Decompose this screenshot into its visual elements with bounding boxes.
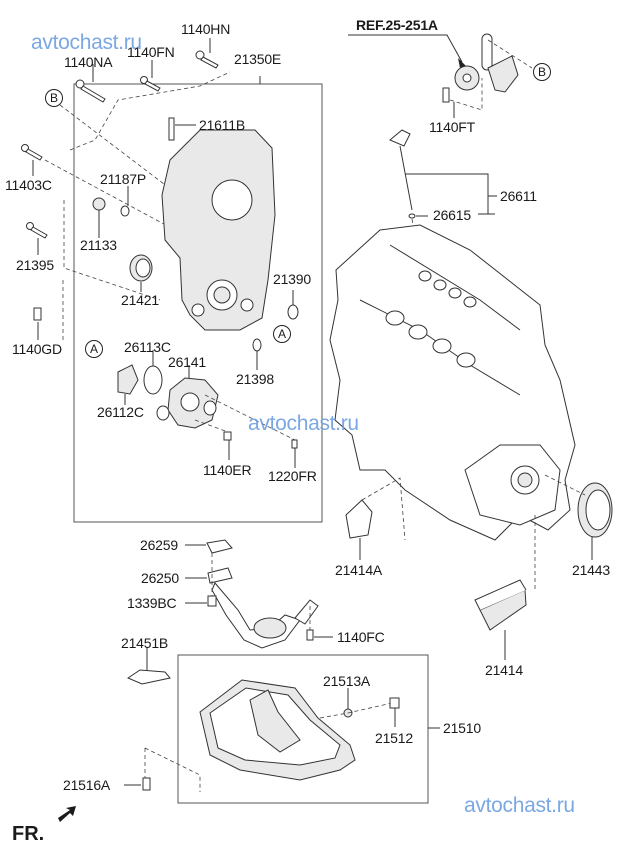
part-label-26250[interactable]: 26250 bbox=[141, 570, 179, 586]
oil-pan-group-frame bbox=[177, 654, 429, 804]
part-label-26615[interactable]: 26615 bbox=[433, 207, 471, 223]
seal-21443-shape bbox=[577, 482, 613, 538]
nut-1339BC-shape bbox=[207, 595, 217, 607]
bolt-21395-shape bbox=[26, 222, 48, 239]
part-label-1140FT[interactable]: 1140FT bbox=[429, 119, 476, 135]
oring-21390-shape bbox=[287, 304, 299, 320]
bolt-1140HN-shape bbox=[195, 50, 219, 69]
part-label-21510[interactable]: 21510 bbox=[443, 720, 481, 736]
bolt-1140FT-shape bbox=[442, 87, 450, 103]
part-label-21512[interactable]: 21512 bbox=[375, 730, 413, 746]
part-label-1140ER[interactable]: 1140ER bbox=[203, 462, 252, 478]
gasket-26259-shape bbox=[206, 539, 233, 554]
washer-21187P-shape bbox=[120, 205, 130, 217]
part-label-26141[interactable]: 26141 bbox=[168, 354, 206, 370]
seal-21133-shape bbox=[92, 197, 106, 211]
rotor-26112C-shape bbox=[117, 364, 139, 395]
part-label-21421[interactable]: 21421 bbox=[121, 292, 159, 308]
timing-cover-shape bbox=[161, 129, 276, 331]
part-label-1140FN[interactable]: 1140FN bbox=[127, 44, 175, 60]
part-label-21133[interactable]: 21133 bbox=[80, 237, 117, 253]
oring-21398-shape bbox=[252, 338, 262, 352]
plug-21512-shape bbox=[389, 697, 400, 709]
bolt-1140ER-shape bbox=[223, 431, 232, 441]
baffle-21451B-shape bbox=[126, 669, 171, 685]
tensioner-shape bbox=[454, 33, 519, 93]
reference-label[interactable]: REF.25-251A bbox=[356, 17, 438, 33]
ref-leader bbox=[348, 34, 463, 63]
seal-26113C-shape bbox=[143, 365, 163, 395]
engine-block-shape bbox=[329, 224, 576, 541]
part-label-26112C[interactable]: 26112C bbox=[97, 404, 144, 420]
part-label-21398[interactable]: 21398 bbox=[236, 371, 274, 387]
timing-cover-group-frame bbox=[73, 83, 323, 523]
part-label-21516A[interactable]: 21516A bbox=[63, 777, 111, 793]
part-label-1140GD[interactable]: 1140GD bbox=[12, 341, 62, 357]
oil-strainer-26250-shape bbox=[207, 567, 319, 649]
ladder-frame-21414-shape bbox=[474, 579, 527, 631]
part-label-21513A[interactable]: 21513A bbox=[323, 673, 371, 689]
oil-seal-21421-shape bbox=[129, 254, 153, 282]
bolt-1140GD-shape bbox=[33, 307, 42, 321]
bolt-1140NA-shape bbox=[75, 79, 106, 103]
bolt-11403C-shape bbox=[21, 144, 43, 161]
cover-21414A-shape bbox=[345, 499, 373, 539]
watermark: avtochast.ru bbox=[248, 412, 359, 435]
part-label-21443[interactable]: 21443 bbox=[572, 562, 610, 578]
bolt-21516A-shape bbox=[142, 777, 151, 791]
part-label-21187P[interactable]: 21187P bbox=[100, 171, 147, 187]
marker-b: B bbox=[533, 63, 551, 81]
part-label-26113C[interactable]: 26113C bbox=[124, 339, 171, 355]
marker-a: A bbox=[273, 325, 291, 343]
marker-b: B bbox=[45, 89, 63, 107]
part-label-21390[interactable]: 21390 bbox=[273, 271, 311, 287]
part-label-1140NA[interactable]: 1140NA bbox=[64, 54, 113, 70]
part-label-1140FC[interactable]: 1140FC bbox=[337, 629, 385, 645]
bolt-1220FR-shape bbox=[291, 439, 298, 449]
front-arrow-shape bbox=[58, 806, 76, 822]
oil-pump-26141-shape bbox=[156, 377, 219, 429]
bolt-1140FN-shape bbox=[140, 76, 161, 92]
part-label-26611[interactable]: 26611 bbox=[500, 188, 537, 204]
part-label-21395[interactable]: 21395 bbox=[16, 257, 54, 273]
part-label-1220FR[interactable]: 1220FR bbox=[268, 468, 317, 484]
marker-a: A bbox=[85, 340, 103, 358]
dipstick-shape bbox=[389, 129, 413, 211]
part-label-21414[interactable]: 21414 bbox=[485, 662, 523, 678]
watermark: avtochast.ru bbox=[464, 794, 575, 817]
stud-21611B-shape bbox=[168, 117, 175, 141]
front-direction-label: FR. bbox=[12, 823, 45, 845]
oil-pan-shape bbox=[199, 679, 356, 781]
watermark: avtochast.ru bbox=[31, 31, 142, 54]
part-label-1140HN[interactable]: 1140HN bbox=[181, 21, 231, 37]
part-label-21350E[interactable]: 21350E bbox=[234, 51, 282, 67]
part-label-21451B[interactable]: 21451B bbox=[121, 635, 169, 651]
part-label-21414A[interactable]: 21414A bbox=[335, 562, 383, 578]
part-label-26259[interactable]: 26259 bbox=[140, 537, 178, 553]
bolt-1140FC-shape bbox=[306, 629, 314, 641]
part-label-21611B[interactable]: 21611B bbox=[199, 117, 246, 133]
part-label-11403C[interactable]: 11403C bbox=[5, 177, 52, 193]
part-label-1339BC[interactable]: 1339BC bbox=[127, 595, 177, 611]
